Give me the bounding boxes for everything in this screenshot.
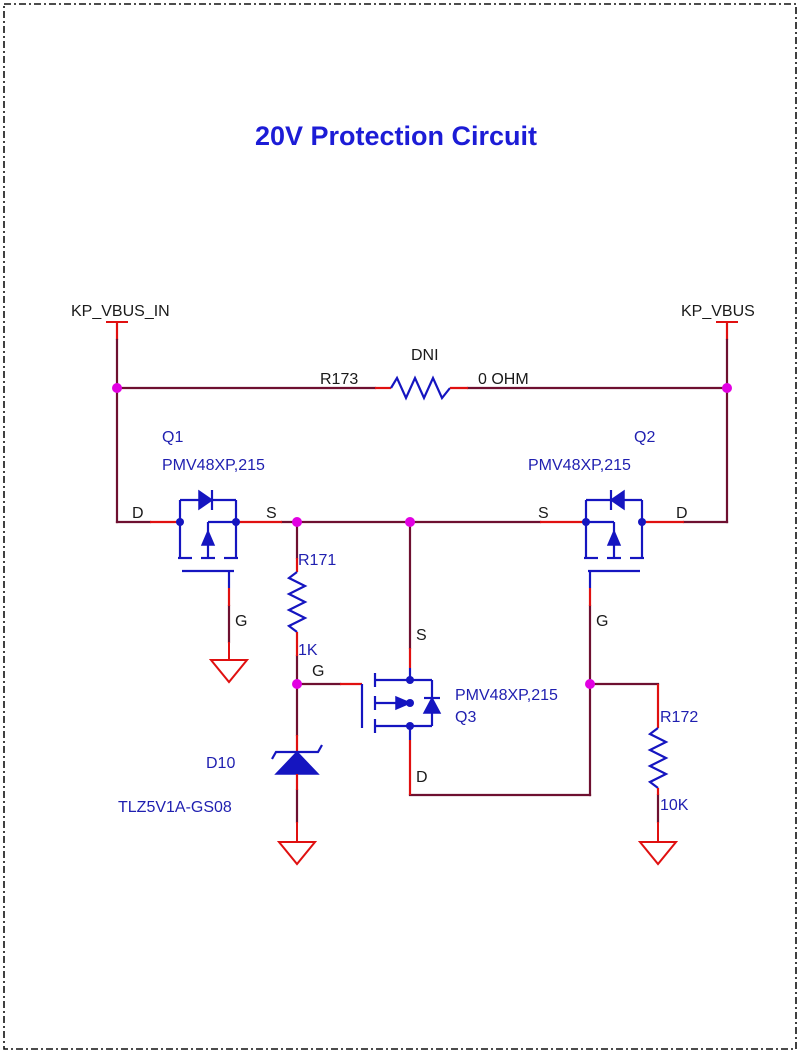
q1-pin-g: G — [235, 613, 247, 630]
q1-pin-s: S — [266, 505, 277, 522]
q3-ref: Q3 — [455, 709, 476, 726]
resistor-r172: R172 10K — [647, 684, 698, 814]
r173-note: DNI — [411, 347, 439, 364]
r172-value: 10K — [660, 797, 689, 814]
port-label-right: KP_VBUS — [681, 303, 755, 320]
ground-r172 — [637, 822, 679, 866]
q3-pin-d: D — [416, 769, 428, 786]
r173-value: 0 OHM — [478, 371, 529, 388]
r171-ref: R171 — [298, 552, 336, 569]
ground-q1-gate — [208, 642, 250, 684]
q2-pin-d: D — [676, 505, 688, 522]
r172-ref: R172 — [660, 709, 698, 726]
sheet-frame — [3, 3, 797, 1050]
zener-d10: D10 TLZ5V1A-GS08 — [118, 735, 323, 816]
r173-ref: R173 — [320, 371, 358, 388]
port-kp-vbus-in: KP_VBUS_IN — [71, 303, 170, 340]
q2-part: PMV48XP,215 — [528, 457, 631, 474]
mosfet-q2: Q2 PMV48XP,215 D S G — [528, 429, 688, 630]
page-title: 20V Protection Circuit — [255, 121, 537, 151]
r171-value: 1K — [298, 642, 318, 659]
q1-part: PMV48XP,215 — [162, 457, 265, 474]
q2-ref: Q2 — [634, 429, 655, 446]
ground-d10 — [276, 822, 318, 866]
port-label-left: KP_VBUS_IN — [71, 303, 170, 320]
q1-pin-d: D — [132, 505, 144, 522]
d10-ref: D10 — [206, 755, 235, 772]
resistor-r171: R171 1K — [286, 552, 336, 659]
port-kp-vbus: KP_VBUS — [681, 303, 755, 340]
q2-pin-g: G — [596, 613, 608, 630]
q3-pin-s: S — [416, 627, 427, 644]
junctions — [112, 383, 732, 689]
wires — [115, 338, 729, 824]
q1-ref: Q1 — [162, 429, 183, 446]
resistor-r173: DNI R173 0 OHM — [320, 347, 529, 401]
d10-part: TLZ5V1A-GS08 — [118, 799, 232, 816]
q3-part: PMV48XP,215 — [455, 687, 558, 704]
mosfet-q1: Q1 PMV48XP,215 D S G — [132, 429, 282, 630]
q2-pin-s: S — [538, 505, 549, 522]
q3-pin-g: G — [312, 663, 324, 680]
mosfet-q3: PMV48XP,215 Q3 S D G — [312, 627, 558, 795]
